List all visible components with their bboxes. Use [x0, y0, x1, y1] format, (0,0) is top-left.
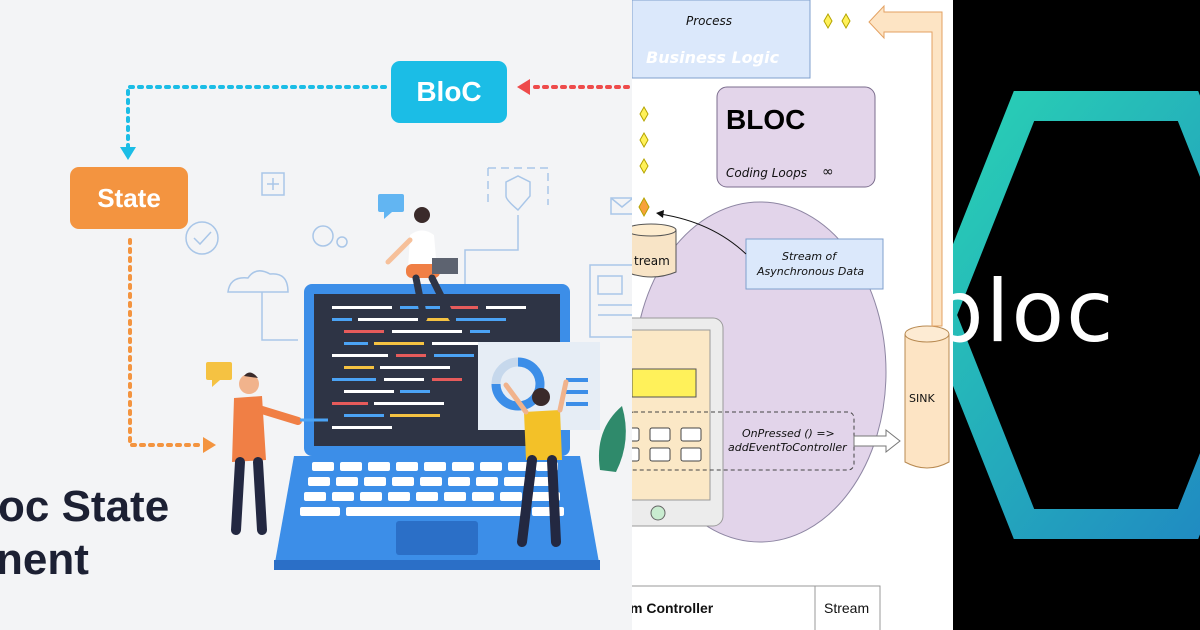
plus-square-icon	[261, 172, 285, 196]
stream-note-line-1: Stream of	[782, 250, 837, 263]
man-yellow-shirt-illustration	[503, 379, 569, 547]
state-to-ui-arrowhead	[203, 437, 216, 453]
process-box	[632, 0, 811, 79]
state-to-ui-arrow	[128, 238, 206, 447]
process-label: Process	[686, 14, 732, 28]
plant-leaf-icon	[598, 406, 626, 472]
hexagon-logo-icon	[953, 91, 1200, 539]
stream-cylinder	[632, 230, 677, 278]
bloc-title: BLOC	[726, 104, 806, 135]
title-line-1: oc State	[0, 482, 170, 531]
bloc-loop-box	[716, 86, 876, 188]
chat-bubble-icon	[378, 194, 404, 212]
message-bubble-icon	[206, 362, 232, 380]
logo-text: bloc	[953, 262, 1116, 362]
sink-label: SINK	[909, 392, 935, 405]
bloc-to-state-arrowhead	[120, 147, 136, 160]
event-to-bloc-arrowhead	[517, 79, 530, 95]
mail-icon	[610, 197, 632, 215]
event-line-1: OnPressed () =>	[742, 427, 835, 440]
bloc-illustration-panel: BloC State oc State nent	[0, 0, 632, 630]
sink-to-process-arrow	[868, 4, 943, 327]
coding-loops-label: Coding Loops	[726, 166, 807, 180]
sink-cylinder	[904, 334, 950, 469]
shield-icon	[505, 175, 531, 212]
controller-table	[632, 585, 881, 630]
event-to-sink-arrow	[853, 428, 901, 454]
event-line-2: addEventToController	[728, 441, 847, 454]
business-logic-label: Business Logic	[646, 48, 780, 67]
small-gear-icon	[336, 236, 348, 248]
title-line-2: nent	[0, 535, 89, 584]
bloc-to-state-arrow	[126, 85, 387, 150]
document-icon	[589, 264, 632, 338]
man-orange-shirt-illustration	[231, 372, 328, 535]
plus-icon	[267, 178, 279, 190]
cloud-icon	[227, 270, 289, 293]
illustration-graphics	[120, 79, 632, 570]
architecture-diagram	[632, 0, 950, 630]
check-circle-icon	[185, 221, 219, 255]
calculator-keys	[632, 427, 702, 462]
table-cell-controller: m Controller	[632, 600, 714, 616]
state-box: State	[70, 167, 188, 229]
bloc-box: BloC	[391, 61, 507, 123]
table-cell-stream: Stream	[824, 600, 870, 616]
bloc-logo	[953, 91, 1200, 539]
trackpad	[396, 521, 478, 555]
stream-note-box	[745, 238, 884, 290]
code-lines	[332, 306, 526, 429]
home-button	[650, 505, 666, 521]
gear-icon	[312, 225, 334, 247]
bloc-architecture-diagram-panel: Process Business Logic BLOC Coding Loops…	[632, 0, 953, 630]
infinity-icon: ∞	[822, 164, 834, 180]
security-frame-icon	[487, 167, 549, 205]
stream-note-line-2: Asynchronous Data	[757, 265, 865, 278]
stream-cylinder-label: tream	[634, 254, 670, 268]
woman-with-laptop-illustration	[385, 207, 458, 322]
bloc-logo-panel: bloc	[953, 0, 1200, 630]
calculator-display	[632, 368, 697, 398]
data-diamonds	[638, 12, 851, 218]
